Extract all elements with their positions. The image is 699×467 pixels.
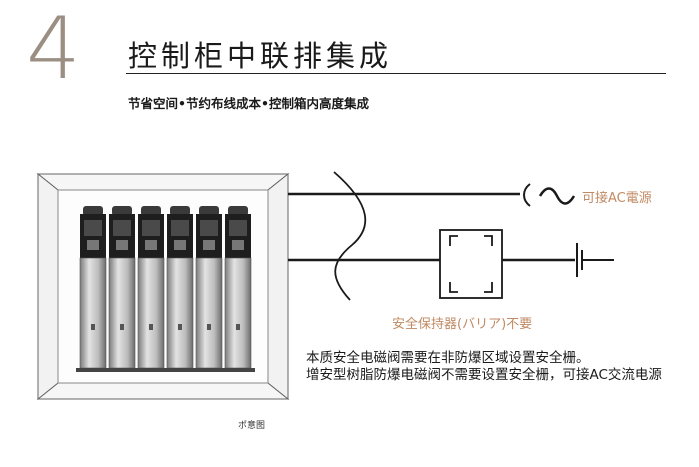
page-title: 控制柜中联排集成 bbox=[128, 39, 393, 73]
ac-power-label: 可接AC電源 bbox=[582, 191, 652, 206]
solenoid-valve bbox=[137, 206, 165, 369]
section-number: 4 bbox=[26, 0, 81, 99]
explanation-text: 本质安全电磁阀需要在非防爆区域设置安全栅。 增安型树脂防爆电磁阀不需要设置安全栅… bbox=[306, 350, 666, 384]
solenoid-valve bbox=[195, 206, 223, 369]
ac-source-icon bbox=[523, 183, 531, 207]
title-divider bbox=[126, 73, 666, 74]
ac-wave-icon bbox=[538, 187, 576, 205]
valve-bank bbox=[76, 206, 255, 372]
mounting-rail bbox=[76, 368, 255, 372]
note-line-2: 增安型树脂防爆电磁阀不需要设置安全栅，可接AC交流电源 bbox=[306, 367, 662, 383]
ground-terminal-icon bbox=[576, 243, 614, 277]
barrier-label: 安全保持器(バリア)不要 bbox=[392, 317, 533, 332]
solenoid-valve bbox=[224, 206, 252, 369]
solenoid-valve bbox=[79, 206, 107, 369]
note-line-1: 本质安全电磁阀需要在非防爆区域设置安全栅。 bbox=[306, 350, 590, 366]
page-subtitle: 节省空间•节约布线成本•控制箱内高度集成 bbox=[128, 96, 369, 111]
safety-barrier-box bbox=[439, 229, 503, 299]
separation-curve bbox=[333, 171, 367, 301]
solenoid-valve bbox=[108, 206, 136, 369]
solenoid-valve bbox=[166, 206, 194, 369]
figure-caption: ポ意图 bbox=[238, 421, 266, 431]
